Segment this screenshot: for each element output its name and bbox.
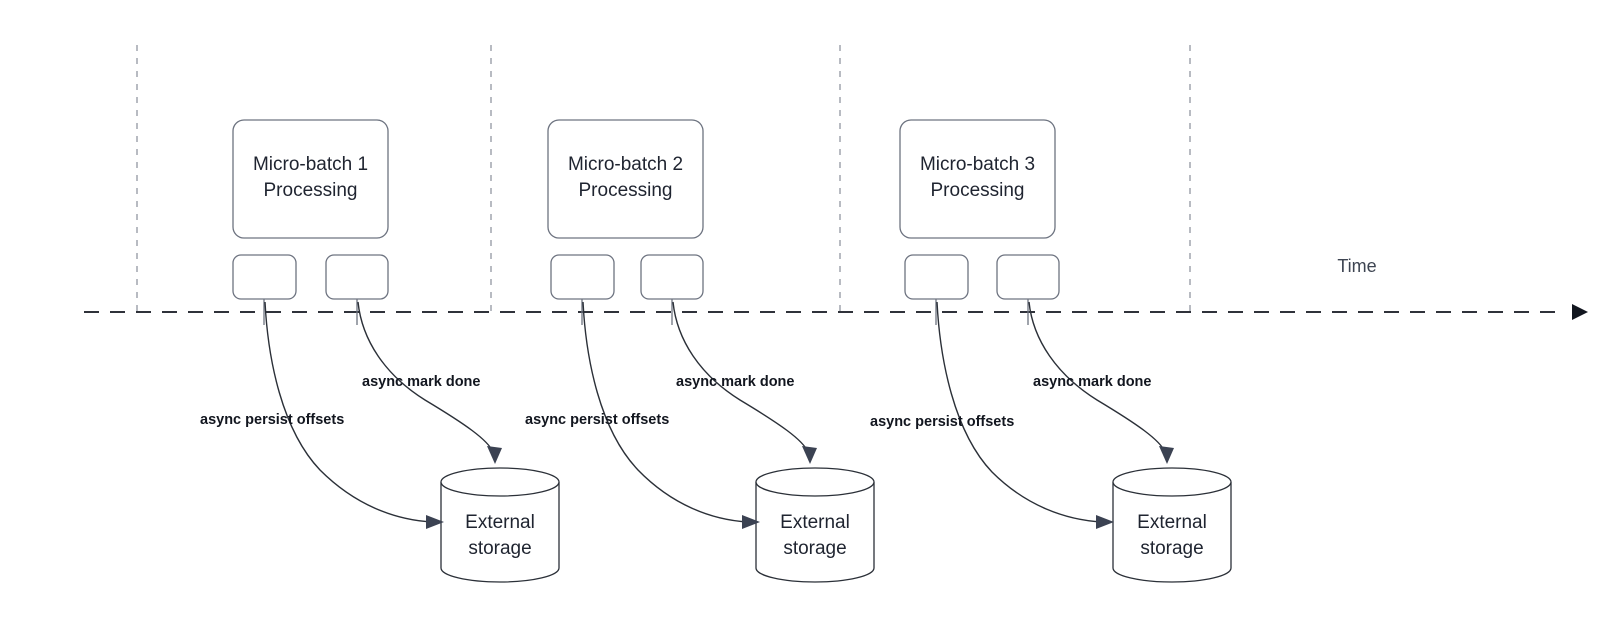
micro-batch-label-line2-2: Processing — [579, 180, 673, 201]
edge-mark-done-2 — [672, 301, 809, 453]
task-box-1a[interactable] — [232, 254, 297, 300]
external-storage-label-line1-2: External — [780, 512, 850, 533]
edge-persist-offsets-1-arrowhead-icon — [426, 515, 444, 529]
edge-mark-done-3-arrowhead-icon — [1159, 446, 1174, 464]
external-storage-label-line2-2: storage — [783, 538, 846, 559]
edge-persist-offsets-3-arrowhead-icon — [1096, 515, 1114, 529]
edge-mark-done-1-label: async mark done — [362, 374, 480, 390]
micro-batch-label-line1-3: Micro-batch 3 — [920, 154, 1035, 175]
edge-persist-offsets-1 — [264, 301, 433, 523]
external-storage-label-line2-3: storage — [1140, 538, 1203, 559]
cylinder-top-ellipse-3 — [1112, 467, 1232, 497]
micro-batch-box-2[interactable] — [547, 119, 704, 239]
micro-batch-box-3[interactable] — [899, 119, 1056, 239]
edge-mark-done-2-arrowhead-icon — [802, 446, 817, 464]
cylinder-body-3 — [1112, 482, 1232, 583]
task-box-3a[interactable] — [904, 254, 969, 300]
cylinder-top-ellipse-1 — [440, 467, 560, 497]
external-storage-label-line1-1: External — [465, 512, 535, 533]
edge-persist-offsets-1-label: async persist offsets — [200, 412, 344, 428]
edge-persist-offsets-2-label: async persist offsets — [525, 412, 669, 428]
task-box-1b[interactable] — [325, 254, 389, 300]
task-box-3b[interactable] — [996, 254, 1060, 300]
cylinder-top-ellipse-2 — [755, 467, 875, 497]
timeline-arrowhead-icon — [1572, 304, 1588, 320]
micro-batch-label-line2-3: Processing — [931, 180, 1025, 201]
edge-mark-done-3 — [1028, 301, 1166, 453]
cylinder-body-1 — [440, 482, 560, 583]
edge-persist-offsets-2 — [582, 301, 749, 523]
micro-batch-box-1[interactable] — [232, 119, 389, 239]
micro-batch-label-line2-1: Processing — [264, 180, 358, 201]
edge-persist-offsets-3-label: async persist offsets — [870, 414, 1014, 430]
edge-persist-offsets-2-arrowhead-icon — [742, 515, 760, 529]
micro-batch-label-line1-2: Micro-batch 2 — [568, 154, 683, 175]
cylinder-body-2 — [755, 482, 875, 583]
edge-mark-done-2-label: async mark done — [676, 374, 794, 390]
edge-persist-offsets-3 — [936, 301, 1103, 523]
time-axis: Time — [84, 256, 1588, 320]
external-storage-label-line2-1: storage — [468, 538, 531, 559]
edge-mark-done-1 — [357, 301, 494, 453]
task-box-2a[interactable] — [550, 254, 615, 300]
external-storage-1[interactable]: External storage — [440, 467, 560, 583]
edge-mark-done-3-label: async mark done — [1033, 374, 1151, 390]
micro-batch-label-line1-1: Micro-batch 1 — [253, 154, 368, 175]
task-box-2b[interactable] — [640, 254, 704, 300]
edge-mark-done-1-arrowhead-icon — [487, 446, 502, 464]
external-storage-label-line1-3: External — [1137, 512, 1207, 533]
time-axis-label: Time — [1337, 256, 1376, 276]
external-storage-3[interactable]: External storage — [1112, 467, 1232, 583]
external-storage-2[interactable]: External storage — [755, 467, 875, 583]
